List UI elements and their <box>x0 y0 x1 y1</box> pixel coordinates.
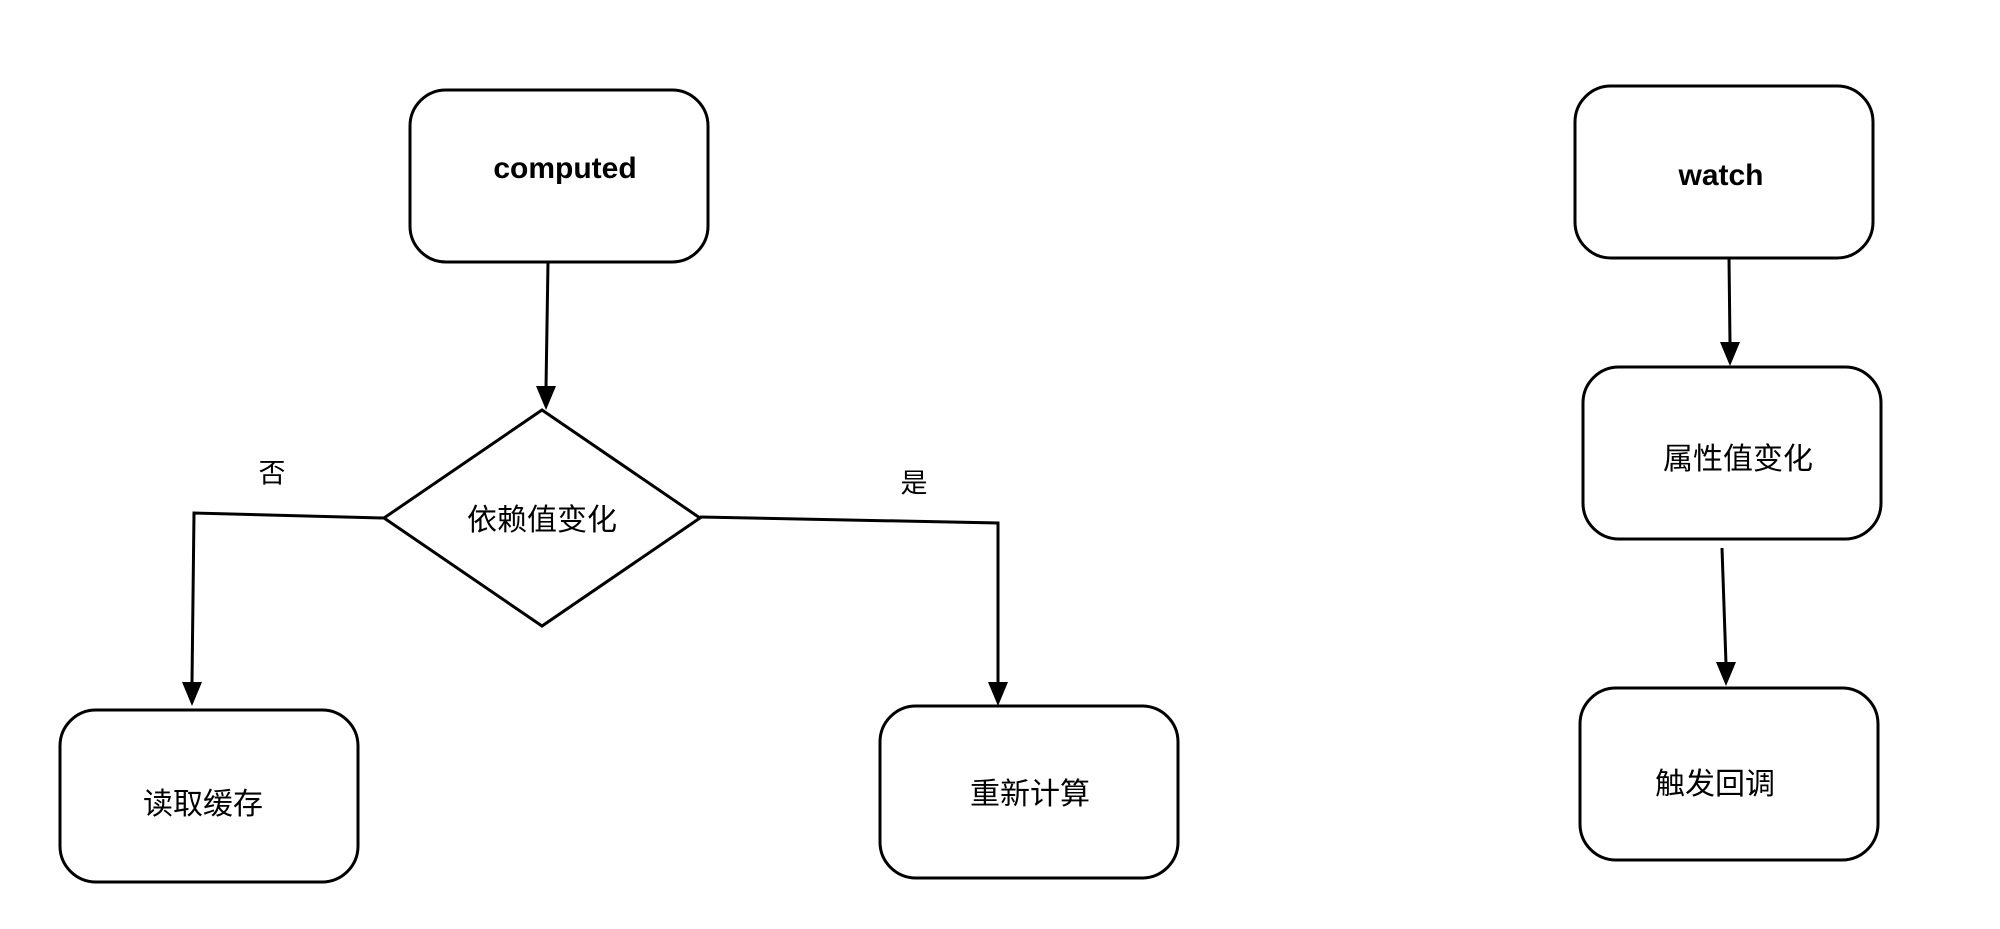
watch-result-node: 触发回调 <box>1578 686 1880 862</box>
edge-step-to-result <box>1716 547 1736 686</box>
edge-line <box>1720 547 1728 665</box>
arrow-head <box>1716 662 1736 686</box>
arrow-head <box>988 682 1008 706</box>
watch-result-label: 触发回调 <box>1655 767 1775 802</box>
yes-edge-label: 是 <box>901 469 928 500</box>
computed-start-node: computed <box>408 88 710 264</box>
computed-flow: computed 依赖值变化 否 是 读取缓存 重新 <box>58 88 1180 884</box>
decision-node: 依赖值变化 <box>381 408 703 628</box>
watch-flow: watch 属性值变化 触发回调 <box>1573 84 1883 862</box>
computed-start-label: computed <box>493 152 636 185</box>
edge-line <box>190 511 385 683</box>
watch-start-label: watch <box>1677 159 1763 192</box>
watch-result-box <box>1578 686 1880 862</box>
edge-watch-to-step <box>1720 257 1740 366</box>
computed-start-box <box>408 88 710 264</box>
edge-line <box>699 515 1000 682</box>
watch-step-node: 属性值变化 <box>1581 365 1883 541</box>
watch-step-box <box>1581 365 1883 541</box>
decision-diamond <box>381 408 703 628</box>
edge-line <box>544 261 550 389</box>
watch-start-box <box>1573 84 1875 260</box>
decision-label: 依赖值变化 <box>467 503 617 538</box>
no-edge-label: 否 <box>259 459 286 490</box>
no-result-node: 读取缓存 <box>58 708 360 884</box>
yes-result-node: 重新计算 <box>878 704 1180 880</box>
edge-no-branch: 否 <box>182 459 385 706</box>
edge-line <box>1727 257 1732 345</box>
watch-step-label: 属性值变化 <box>1663 442 1813 477</box>
arrow-head <box>182 682 202 706</box>
arrow-head <box>536 386 556 410</box>
yes-result-box <box>878 704 1180 880</box>
no-result-label: 读取缓存 <box>143 787 263 822</box>
no-result-box <box>58 708 360 884</box>
edge-yes-branch: 是 <box>699 469 1008 706</box>
arrow-head <box>1720 342 1740 366</box>
edge-computed-to-decision <box>536 261 556 410</box>
yes-result-label: 重新计算 <box>970 777 1090 812</box>
watch-start-node: watch <box>1573 84 1875 260</box>
